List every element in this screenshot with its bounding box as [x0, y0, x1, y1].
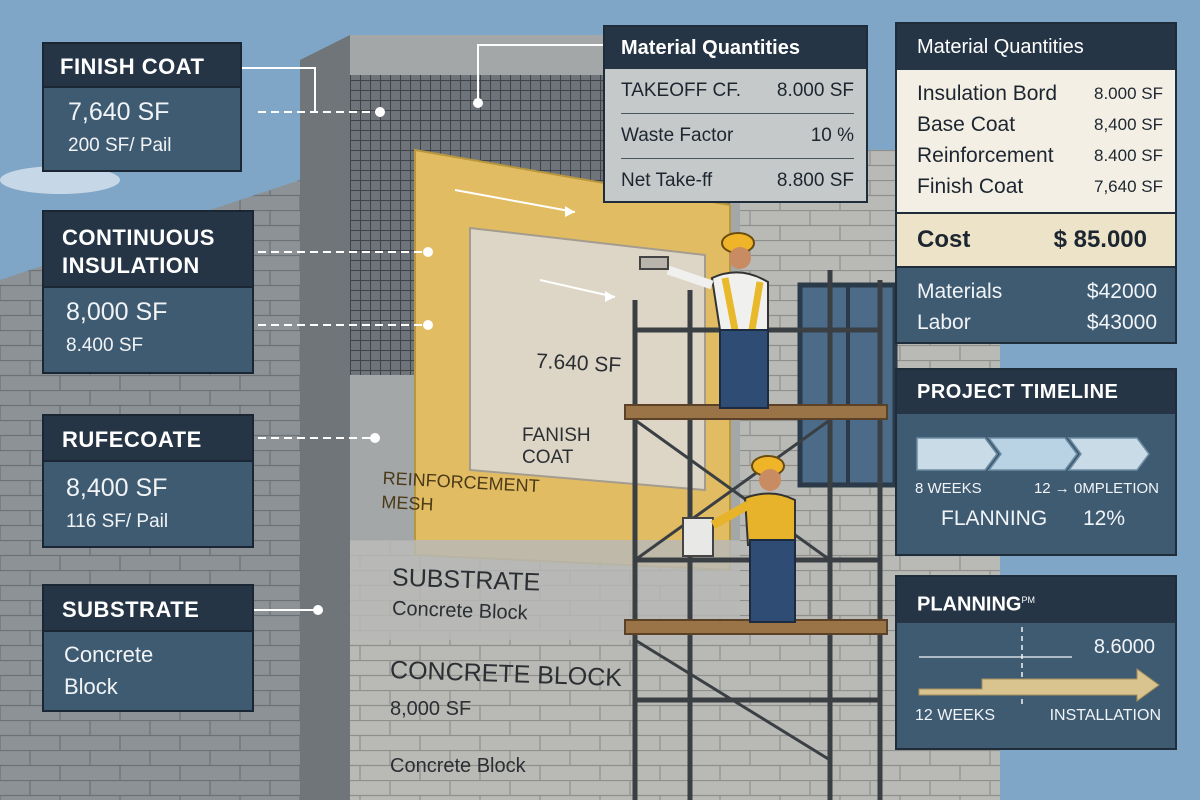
fanish-coat-label-line1: FANISH — [522, 425, 591, 446]
center-row-label: TAKEOFF CF. — [621, 80, 741, 101]
right-row-base-coat: Base Coat 8,400 SF — [917, 109, 1163, 140]
timeline-phase-row: FLANNING 12% — [897, 507, 1175, 531]
rufecoate-body: 8,400 SF 116 SF/ Pail — [42, 460, 254, 548]
finish-coat-body: 7,640 SF 200 SF/ Pail — [42, 86, 242, 172]
wall-substrate-title: SUBSTRATE — [391, 563, 541, 597]
right-row-label: Base Coat — [917, 112, 1016, 136]
breakdown-label: Labor — [917, 310, 971, 334]
center-row-value: 8.800 SF — [776, 170, 854, 191]
right-row-label: Reinforcement — [917, 143, 1054, 167]
center-row-waste: Waste Factor 10 % — [621, 114, 854, 159]
right-quantities-list: Insulation Bord 8.000 SF Base Coat 8,400… — [897, 70, 1175, 212]
planning-title: PLANNINGPM — [897, 577, 1175, 623]
insulation-body: 8,000 SF 8.400 SF — [42, 286, 254, 374]
planning-title-mark: PM — [1021, 595, 1035, 605]
center-row-takeoff: TAKEOFF CF. 8.000 SF — [621, 69, 854, 114]
right-row-value: 8,400 SF — [1094, 114, 1163, 134]
finish-coat-panel — [469, 226, 706, 492]
rufecoate-value: 8,400 SF — [66, 474, 168, 502]
wall-edge — [300, 35, 350, 800]
center-row-label: Waste Factor — [621, 125, 734, 146]
wall-concrete-block-area: 8,000 SF — [390, 698, 472, 720]
right-row-finish-coat: Finish Coat 7,640 SF — [917, 171, 1163, 202]
center-row-value: 8.000 SF — [776, 80, 854, 101]
right-row-label: Finish Coat — [917, 174, 1024, 198]
breakdown-row-labor: Labor $43000 — [917, 307, 1157, 338]
cost-row: Cost $ 85.000 — [897, 212, 1175, 268]
timeline-phase-arrows — [916, 437, 1150, 471]
reinforcement-mesh-label: REINFORCEMENT MESH — [381, 466, 540, 522]
fanish-coat-label-line2: COAT — [522, 447, 574, 468]
planning-left-label: 12 WEEKS — [915, 707, 996, 724]
substrate-value-line2: Block — [64, 674, 118, 699]
upper-worker — [639, 232, 769, 409]
finish-area-label: 7.640 SF — [535, 349, 622, 378]
center-quantities-panel: Material Quantities TAKEOFF CF. 8.000 SF… — [603, 25, 868, 203]
insulation-title-line2: INSULATION — [62, 253, 200, 278]
fanish-coat-label: FANISH COAT — [522, 425, 591, 469]
insulation-value: 8,000 SF — [66, 298, 168, 326]
substrate-body: Concrete Block — [42, 630, 254, 712]
timeline-phase: FLANNING — [941, 507, 1048, 530]
breakdown-value: $42000 — [1086, 279, 1157, 303]
right-quantities-panel: Material Quantities Insulation Bord 8.00… — [895, 22, 1177, 344]
right-row-value: 8.400 SF — [1094, 145, 1163, 165]
center-row-label: Net Take-ff — [621, 170, 713, 191]
planning-title-text: PLANNING — [917, 593, 1022, 616]
finish-coat-title: FINISH COAT — [42, 42, 242, 88]
breakdown-label: Materials — [917, 279, 1003, 303]
right-row-insulation: Insulation Bord 8.000 SF — [917, 78, 1163, 109]
center-row-value: 10 % — [810, 125, 854, 146]
cost-value: $ 85.000 — [1053, 226, 1147, 253]
right-row-reinforcement: Reinforcement 8.400 SF — [917, 140, 1163, 171]
breakdown-row-materials: Materials $42000 — [917, 276, 1157, 307]
right-row-value: 7,640 SF — [1094, 176, 1163, 196]
right-quantities-title: Material Quantities — [897, 24, 1175, 70]
cost-label: Cost — [917, 226, 971, 253]
breakdown-value: $43000 — [1086, 310, 1157, 334]
lower-worker — [682, 455, 796, 623]
insulation-title-line1: CONTINUOUS — [62, 225, 215, 250]
planning-right-label: INSTALLATION — [1049, 707, 1161, 724]
right-row-label: Insulation Bord — [917, 81, 1058, 105]
substrate-value-line1: Concrete — [64, 642, 154, 667]
timeline-labels: 8 WEEKS 12 → 0MPLETION — [897, 480, 1175, 497]
timeline-right-label: 12 → 0MPLETION — [1033, 480, 1159, 497]
wall-concrete-block-bottom: Concrete Block — [390, 755, 526, 777]
wall-substrate-sub: Concrete Block — [391, 597, 528, 625]
timeline-phase-pct: 12% — [1082, 507, 1125, 530]
substrate-title: SUBSTRATE — [42, 584, 254, 632]
finish-coat-coverage: 200 SF/ Pail — [68, 135, 172, 156]
planning-value: 8.6000 — [1094, 636, 1155, 658]
rufecoate-coverage: 116 SF/ Pail — [66, 511, 169, 532]
timeline-arrow-3 — [1067, 437, 1150, 471]
center-row-net: Net Take-ff 8.800 SF — [621, 159, 854, 201]
planning-arrow — [918, 668, 1160, 702]
planning-chart: 8.6000 — [918, 627, 1160, 705]
finish-coat-value: 7,640 SF — [68, 98, 170, 126]
insulation-title: CONTINUOUS INSULATION — [42, 210, 254, 288]
center-quantities-title: Material Quantities — [605, 27, 866, 69]
timeline-left-label: 8 WEEKS — [915, 480, 982, 497]
rufecoate-title: RUFECOATE — [42, 414, 254, 462]
callout-connectors — [240, 44, 605, 611]
project-timeline-panel: PROJECT TIMELINE 8 WEEKS 12 → 0MPLETION … — [895, 368, 1177, 556]
planning-labels: 12 WEEKS INSTALLATION — [897, 707, 1175, 725]
planning-panel: PLANNINGPM 8.6000 12 WEEKS INSTALLATION — [895, 575, 1177, 750]
timeline-arrow-2 — [987, 437, 1078, 471]
insulation-sub: 8.400 SF — [66, 335, 144, 356]
right-row-value: 8.000 SF — [1094, 83, 1163, 103]
cost-breakdown: Materials $42000 Labor $43000 — [897, 268, 1175, 338]
timeline-arrow-1 — [916, 437, 998, 471]
timeline-title: PROJECT TIMELINE — [897, 370, 1175, 414]
